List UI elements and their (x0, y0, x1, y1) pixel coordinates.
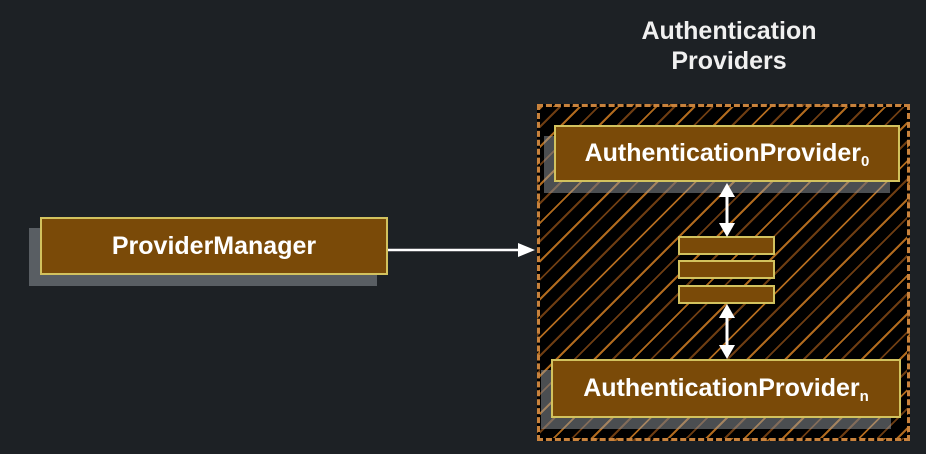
providers-group-title: Authentication Providers (641, 17, 817, 75)
provider-manager-label: ProviderManager (111, 231, 317, 260)
authentication-provider-0-subscript: 0 (861, 153, 870, 170)
arrow-head-up-icon (719, 304, 735, 318)
authentication-provider-n-subscript: n (859, 388, 869, 405)
manager-arrow-head-icon (518, 243, 535, 257)
provider-manager-node: ProviderManager (40, 217, 388, 275)
provider-0-to-ellipsis-arrow (719, 183, 735, 237)
arrow-head-up-icon (719, 183, 735, 197)
authentication-provider-n-label: AuthenticationProvider (583, 374, 860, 402)
ellipsis-bar (678, 236, 775, 255)
arrow-head-down-icon (719, 223, 735, 237)
ellipsis-to-provider-n-arrow (719, 304, 735, 359)
manager-to-providers-arrow (388, 243, 535, 257)
ellipsis-bar (678, 285, 775, 304)
arrow-head-down-icon (719, 345, 735, 359)
ellipsis-bar (678, 260, 775, 279)
authentication-provider-0-label: AuthenticationProvider (584, 139, 862, 167)
